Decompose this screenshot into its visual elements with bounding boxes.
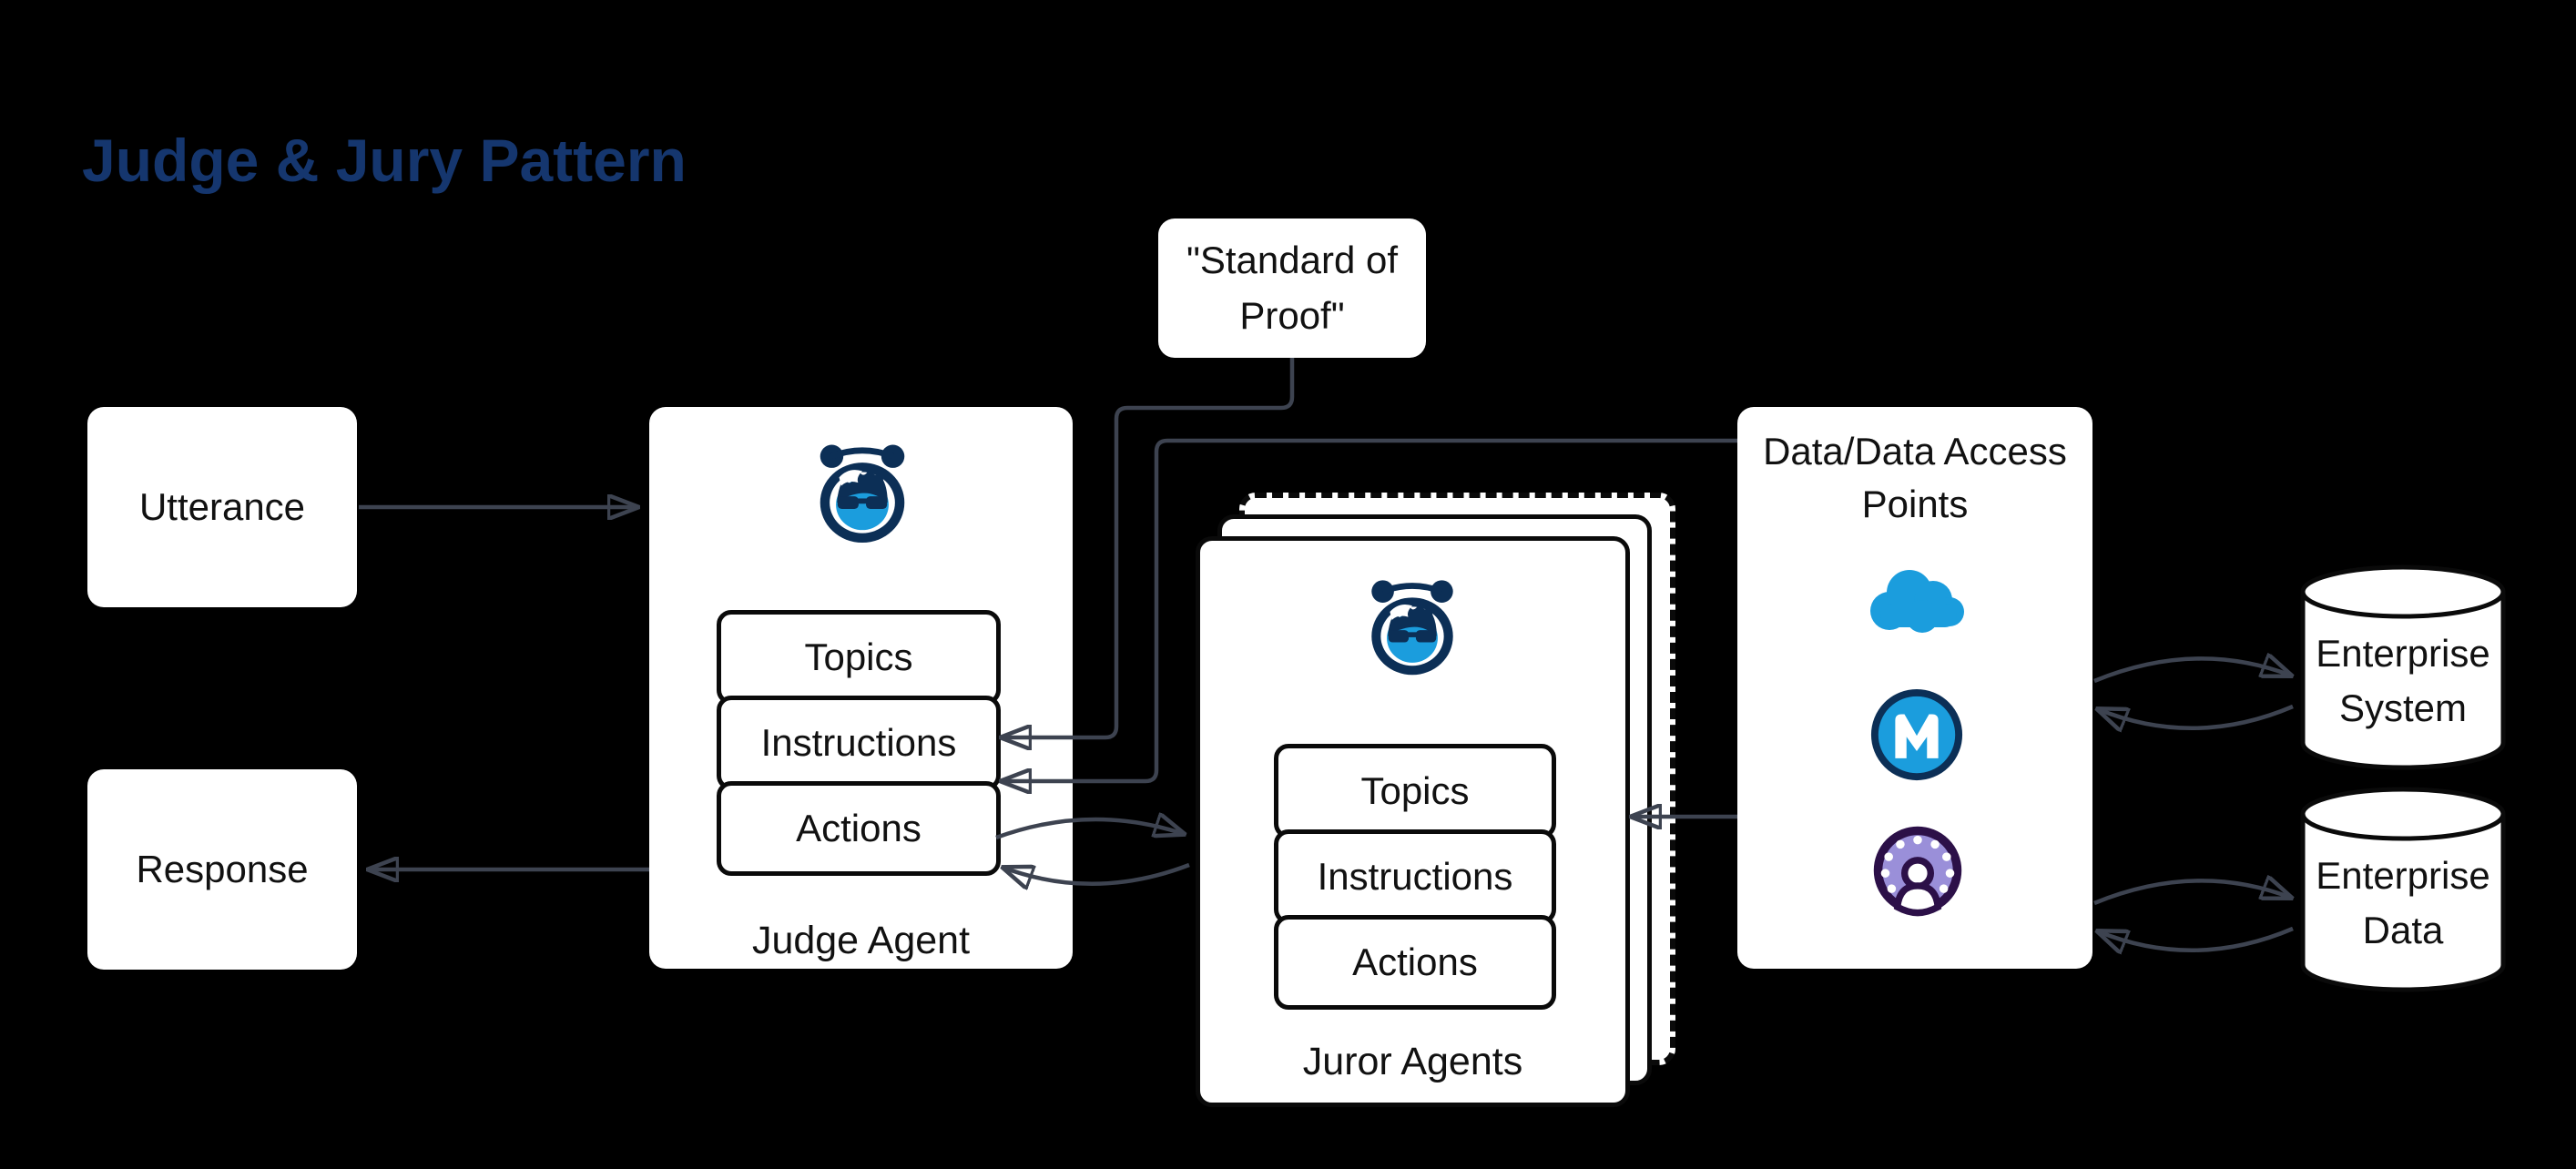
juror-actions-box: Actions — [1274, 915, 1556, 1010]
juror-actions-label: Actions — [1352, 940, 1478, 983]
response-label: Response — [136, 848, 309, 890]
utterance-label: Utterance — [138, 485, 306, 528]
juror-instructions-label: Instructions — [1317, 855, 1513, 898]
community-users-icon — [1869, 822, 1966, 919]
juror-topics-label: Topics — [1360, 769, 1470, 812]
judge-agent-box: Topics Instructions Actions Judge Agent — [649, 407, 1073, 969]
connector-enterprise-data-to-data-loop-bottom — [2098, 926, 2294, 950]
salesforce-cloud-icon — [1860, 560, 1973, 636]
judge-actions-label: Actions — [796, 807, 921, 849]
judge-instructions-label: Instructions — [760, 721, 957, 764]
judge-instructions-box: Instructions — [717, 696, 1001, 790]
standard-of-proof-box: "Standard of Proof" — [1158, 219, 1426, 358]
page-title: Judge & Jury Pattern — [82, 127, 687, 194]
enterprise-system-label: Enterprise System — [2316, 632, 2490, 729]
agentforce-robot-icon — [809, 442, 915, 549]
agentforce-robot-icon — [1361, 577, 1463, 681]
enterprise-data-label: Enterprise Data — [2316, 854, 2490, 951]
connector-data-to-enterprise-data-loop-top — [2093, 880, 2291, 906]
standard-of-proof-label: "Standard of Proof" — [1186, 238, 1399, 337]
juror-topics-box: Topics — [1274, 744, 1556, 839]
mulesoft-icon — [1868, 686, 1966, 784]
enterprise-data-cylinder: Enterprise Data — [2300, 787, 2506, 998]
connector-enterprise-system-to-data-loop-bottom — [2098, 704, 2294, 728]
juror-agents-label: Juror Agents — [1302, 1040, 1523, 1083]
enterprise-system-cylinder: Enterprise System — [2300, 564, 2506, 776]
judge-topics-box: Topics — [717, 610, 1001, 705]
judge-actions-box: Actions — [717, 781, 1001, 876]
data-access-box: Data/Data Access Points — [1737, 407, 2092, 969]
juror-card-front: Topics Instructions Actions Juror Agents — [1196, 536, 1630, 1107]
data-access-label: Data/Data Access Points — [1763, 430, 2067, 525]
response-box: Response — [87, 769, 357, 970]
juror-instructions-box: Instructions — [1274, 829, 1556, 924]
utterance-box: Utterance — [87, 407, 357, 607]
judge-topics-label: Topics — [804, 635, 913, 678]
judge-agent-label: Judge Agent — [751, 919, 971, 962]
connector-data-to-enterprise-system-loop-top — [2093, 658, 2291, 684]
